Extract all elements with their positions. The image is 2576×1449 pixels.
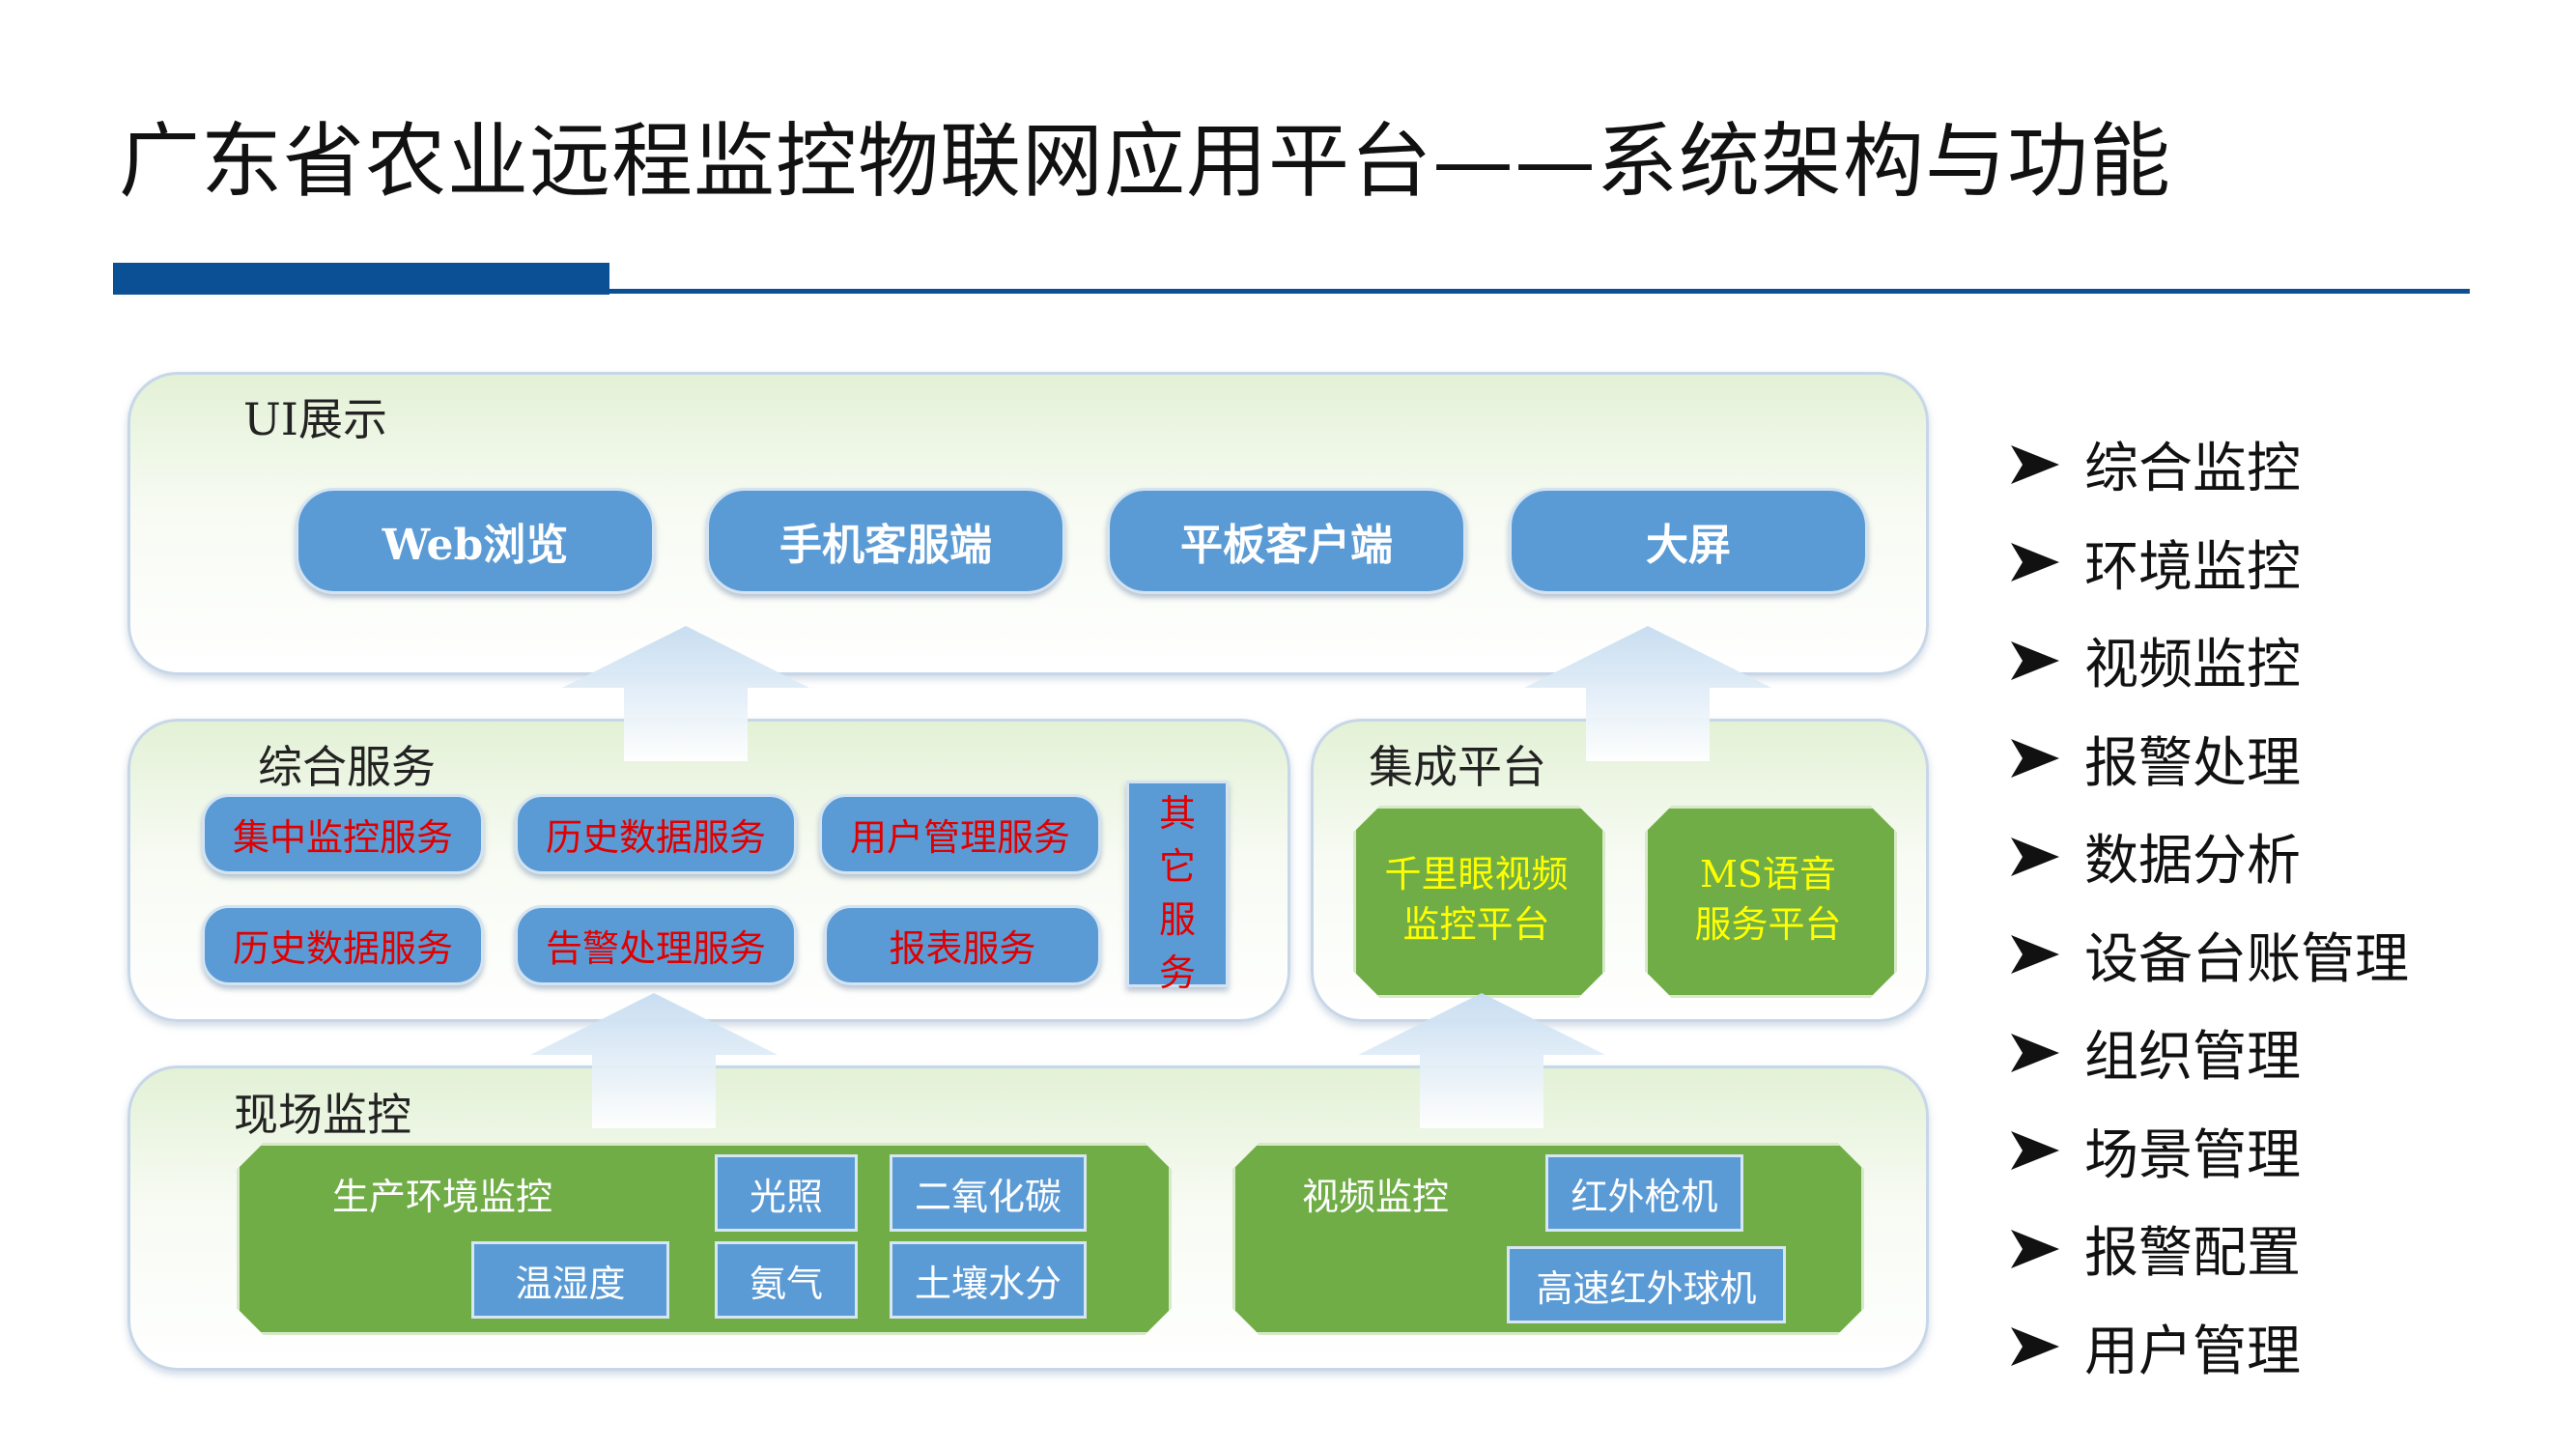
service-history-data-2: 历史数据服务	[202, 905, 484, 985]
arrow-up-icon	[530, 993, 778, 1128]
arrowhead-bullet-icon	[2011, 1131, 2059, 1171]
platform-line: 服务平台	[1694, 902, 1842, 946]
sensor-soil-moisture: 土壤水分	[890, 1241, 1087, 1319]
client-tablet: 平板客户端	[1107, 488, 1466, 594]
platform-line: 监控平台	[1402, 902, 1550, 946]
function-label: 场景管理	[2084, 1123, 2301, 1187]
service-central-monitoring: 集中监控服务	[202, 794, 484, 874]
service-other-char: 务	[1158, 952, 1196, 994]
arrow-up-icon	[562, 626, 809, 761]
function-label: 数据分析	[2084, 830, 2301, 894]
arrowhead-bullet-icon	[2011, 1033, 2059, 1072]
title-rule-thick	[113, 263, 609, 295]
arrowhead-bullet-icon	[2011, 640, 2059, 680]
service-other: 其 它 服 务	[1126, 781, 1229, 994]
arrowhead-bullet-icon	[2011, 1327, 2059, 1367]
service-other-char: 其	[1158, 792, 1196, 835]
arrowhead-bullet-icon	[2011, 1229, 2059, 1268]
integration-layer-label: 集成平台	[1369, 741, 1546, 793]
function-label: 组织管理	[2084, 1026, 2301, 1090]
list-item: 报警配置	[2007, 1200, 2409, 1298]
platform-video-monitoring-text: 千里眼视频 监控平台	[1353, 806, 1599, 992]
camera-infrared-bullet: 红外枪机	[1545, 1154, 1743, 1232]
list-item: 环境监控	[2007, 514, 2409, 612]
arrow-up-icon	[1358, 993, 1605, 1128]
service-other-char: 服	[1158, 898, 1196, 941]
service-alarm-handling: 告警处理服务	[515, 905, 797, 985]
page-title: 广东省农业远程监控物联网应用平台——系统架构与功能	[119, 114, 2172, 209]
platform-line: MS语音	[1700, 852, 1836, 895]
function-label: 报警处理	[2084, 731, 2301, 795]
function-label: 环境监控	[2084, 535, 2301, 599]
ui-layer-label: UI展示	[243, 393, 387, 445]
list-item: 数据分析	[2007, 808, 2409, 906]
client-big-screen: 大屏	[1509, 488, 1868, 594]
arrowhead-bullet-icon	[2011, 543, 2059, 582]
list-item: 组织管理	[2007, 1004, 2409, 1102]
function-label: 设备台账管理	[2084, 927, 2409, 991]
service-layer-label: 综合服务	[258, 741, 436, 793]
platform-ms-voice-text: MS语音 服务平台	[1645, 806, 1891, 992]
sensor-light: 光照	[715, 1154, 858, 1232]
function-label: 报警配置	[2084, 1222, 2301, 1286]
list-item: 场景管理	[2007, 1102, 2409, 1201]
field-layer-label: 现场监控	[234, 1089, 411, 1141]
service-reporting: 报表服务	[824, 905, 1101, 985]
service-history-data: 历史数据服务	[515, 794, 797, 874]
function-label: 用户管理	[2084, 1320, 2301, 1383]
sensor-co2: 二氧化碳	[890, 1154, 1087, 1232]
arrowhead-bullet-icon	[2011, 935, 2059, 975]
arrowhead-bullet-icon	[2011, 444, 2059, 484]
camera-high-speed-dome: 高速红外球机	[1507, 1246, 1786, 1323]
sensor-temp-humidity: 温湿度	[471, 1241, 669, 1319]
production-monitoring-label: 生产环境监控	[332, 1176, 553, 1218]
list-item: 设备台账管理	[2007, 906, 2409, 1005]
function-label: 视频监控	[2084, 634, 2301, 697]
title-rule-thin	[609, 289, 2470, 294]
function-list: 综合监控 环境监控 视频监控 报警处理 数据分析 设备台账管理 组织管理 场景管…	[2007, 415, 2409, 1396]
function-label: 综合监控	[2084, 438, 2301, 501]
list-item: 综合监控	[2007, 415, 2409, 514]
video-monitoring-label: 视频监控	[1302, 1176, 1450, 1218]
service-user-management: 用户管理服务	[819, 794, 1101, 874]
client-mobile: 手机客服端	[706, 488, 1065, 594]
platform-line: 千里眼视频	[1384, 852, 1569, 895]
arrowhead-bullet-icon	[2011, 739, 2059, 779]
platform-ms-voice	[1645, 806, 1897, 998]
list-item: 报警处理	[2007, 710, 2409, 809]
arrowhead-bullet-icon	[2011, 837, 2059, 876]
service-other-char: 它	[1158, 845, 1196, 888]
list-item: 用户管理	[2007, 1298, 2409, 1397]
platform-video-monitoring	[1353, 806, 1605, 998]
list-item: 视频监控	[2007, 611, 2409, 710]
client-web-browser: Web浏览	[296, 488, 655, 594]
sensor-ammonia: 氨气	[715, 1241, 858, 1319]
arrow-up-icon	[1524, 626, 1771, 761]
